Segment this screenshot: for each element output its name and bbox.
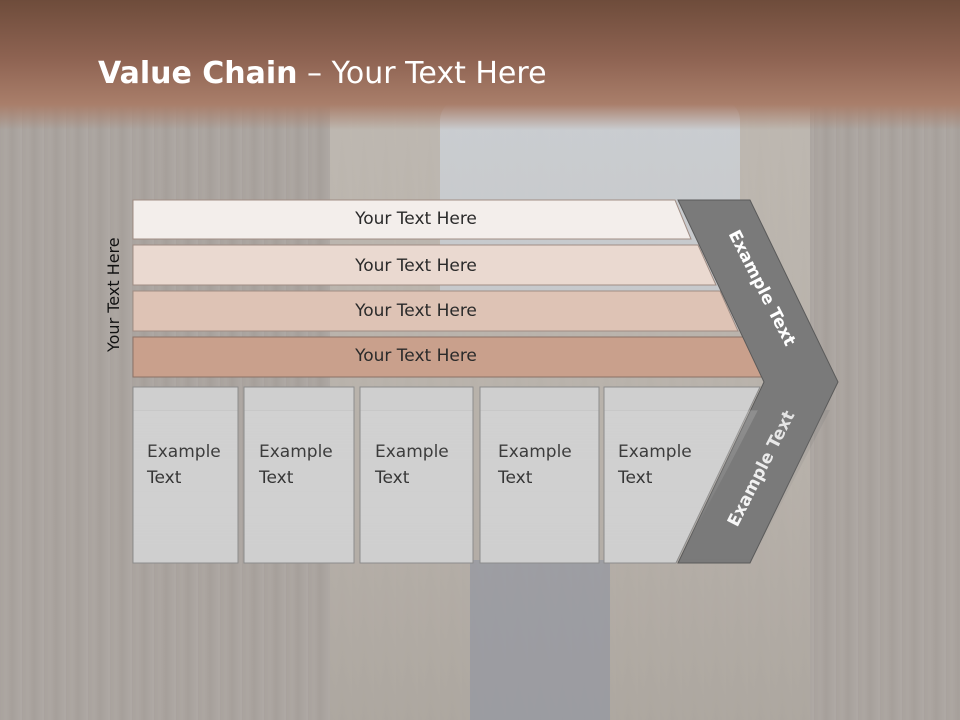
box-2-text: Example Text — [259, 439, 333, 491]
bar-3-label: Your Text Here — [355, 301, 477, 321]
box-5-line1: Example — [618, 442, 692, 462]
bar-3[interactable] — [132, 290, 739, 332]
box-4-line1: Example — [498, 442, 572, 462]
box-3-line2: Text — [375, 468, 410, 488]
box-5-text: Example Text — [618, 439, 692, 491]
box-2-line1: Example — [259, 442, 333, 462]
box-1-line2: Text — [147, 468, 182, 488]
bar-4-label: Your Text Here — [355, 346, 477, 366]
box-5[interactable] — [603, 386, 761, 564]
box-2-line2: Text — [259, 468, 294, 488]
slide-title[interactable]: Value Chain – Your Text Here — [98, 56, 547, 91]
title-band — [0, 0, 960, 130]
box-2[interactable] — [243, 386, 355, 564]
box-3[interactable] — [359, 386, 474, 564]
box-4-line2: Text — [498, 468, 533, 488]
title-rest: – Your Text Here — [297, 56, 547, 91]
box-5-line2: Text — [618, 468, 653, 488]
background-jeans — [470, 560, 610, 720]
box-1-line1: Example — [147, 442, 221, 462]
bar-1[interactable] — [132, 199, 692, 240]
box-3-line1: Example — [375, 442, 449, 462]
box-1[interactable] — [132, 386, 239, 564]
bar-1-label: Your Text Here — [355, 209, 477, 229]
box-3-text: Example Text — [375, 439, 449, 491]
title-bold: Value Chain — [98, 56, 298, 91]
box-1-text: Example Text — [147, 439, 221, 491]
bar-2[interactable] — [132, 244, 717, 286]
box-4[interactable] — [479, 386, 600, 564]
value-chevron[interactable] — [677, 199, 839, 564]
box-4-text: Example Text — [498, 439, 572, 491]
bar-2-label: Your Text Here — [355, 256, 477, 276]
